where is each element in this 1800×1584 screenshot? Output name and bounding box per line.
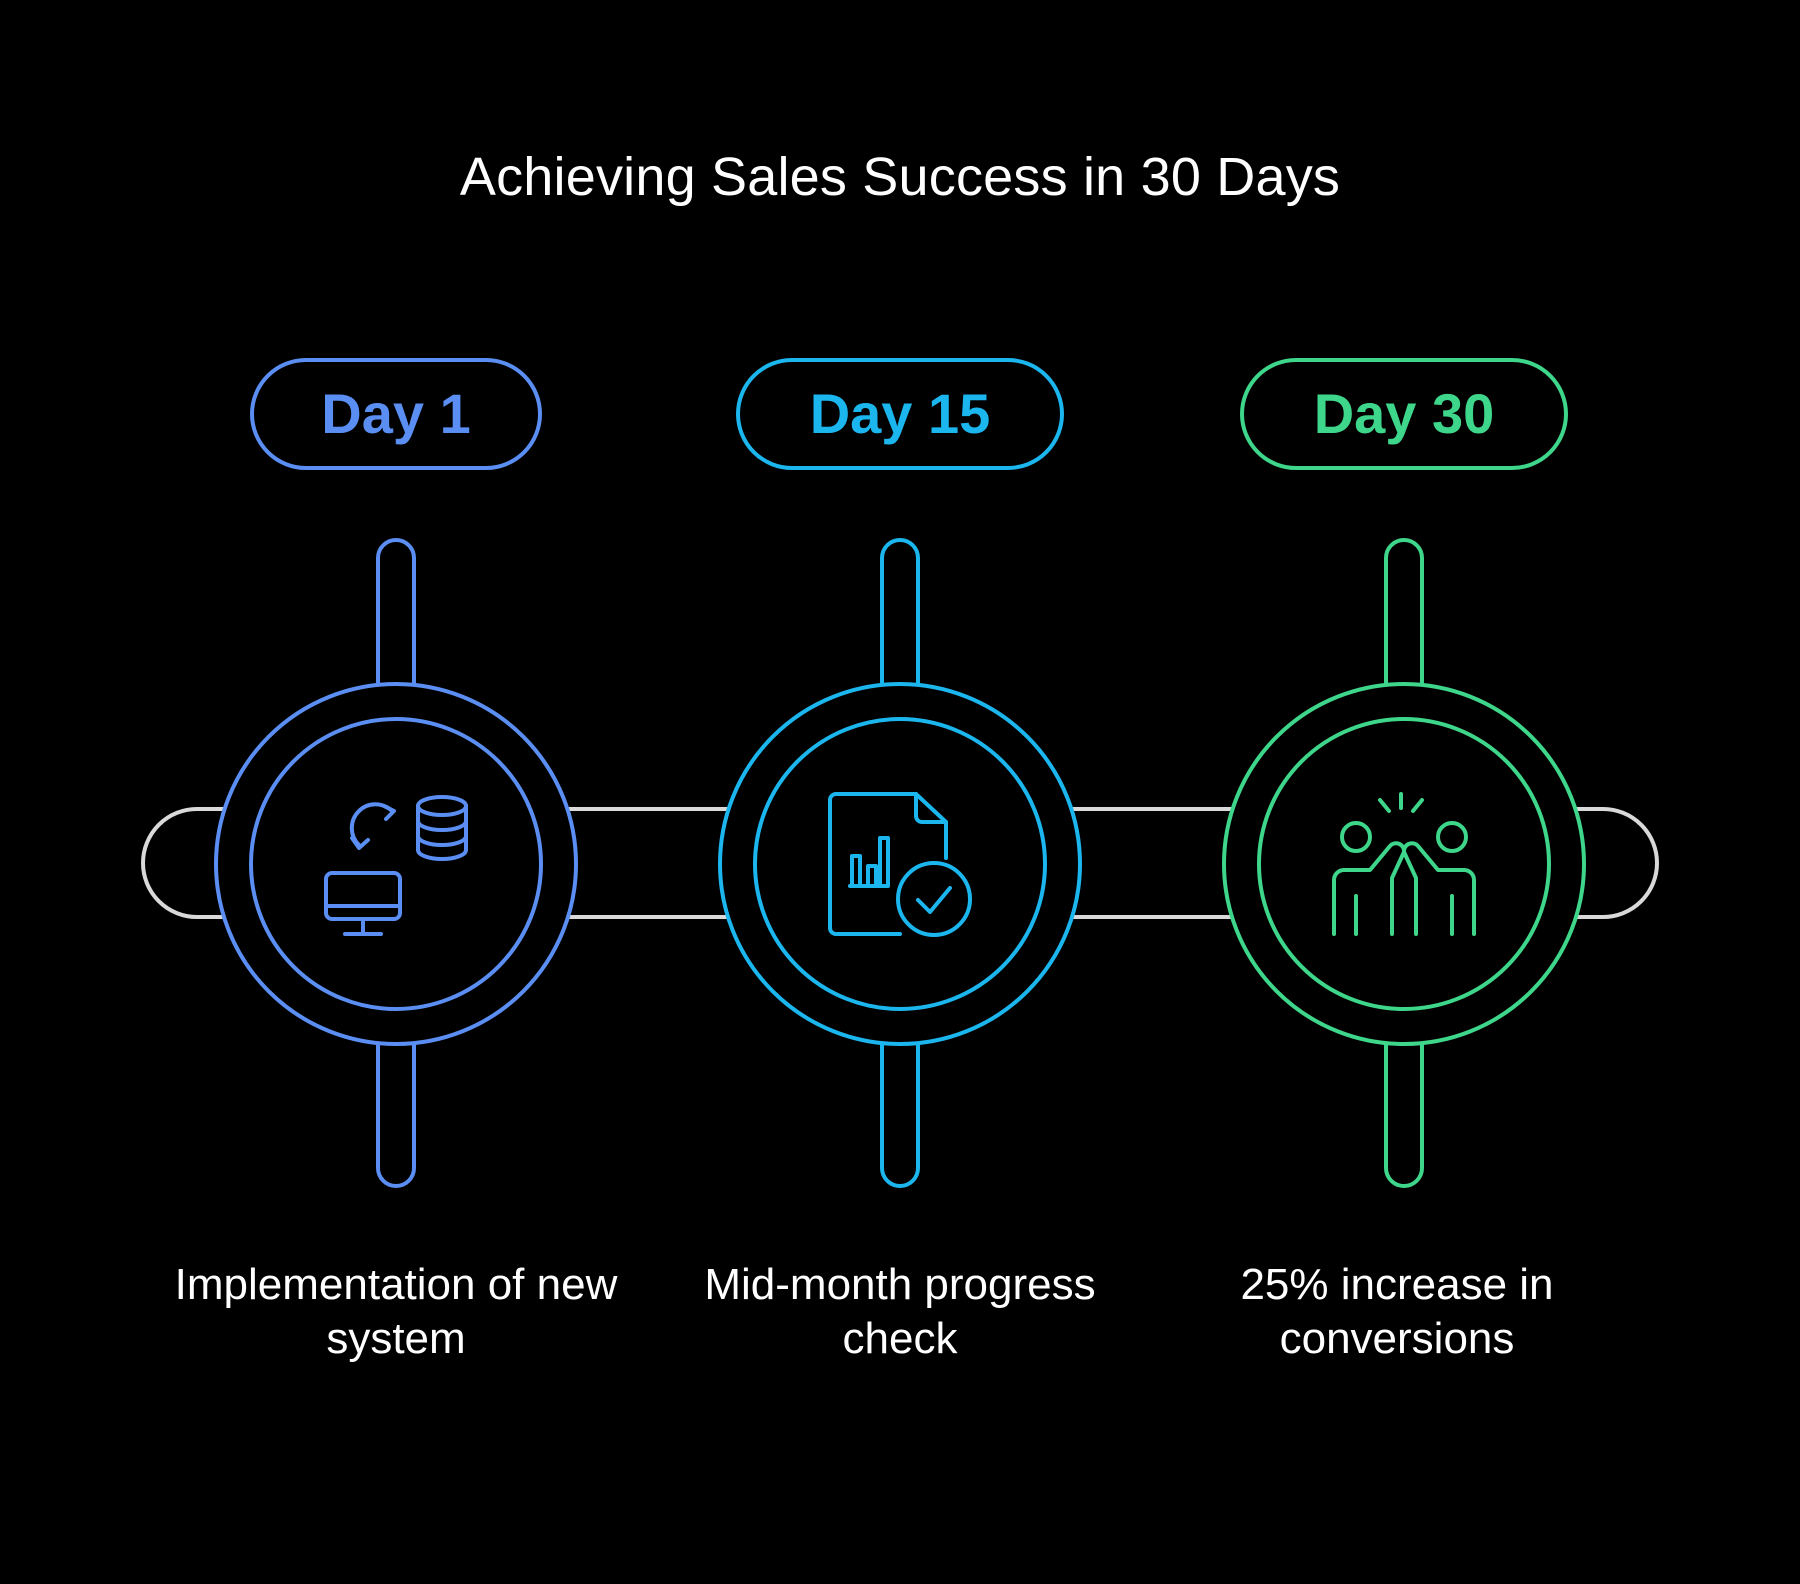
milestone-description-day-1: Implementation of new system [174,1260,618,1363]
connector-bottom [880,1024,920,1188]
page-title: Achieving Sales Success in 30 Days [459,147,1341,207]
milestone-inner-ring [1257,717,1551,1011]
milestone-label: Day 1 [321,382,470,445]
milestone-day-30: Day 30 [1222,358,1586,1188]
database-sync-monitor-icon [324,795,468,936]
milestone-day-1: Day 1 [214,358,578,1188]
high-five-icon [1332,792,1476,936]
report-check-icon [828,792,972,937]
connector-bottom [376,1024,416,1188]
milestone-pill [736,358,1064,470]
connector-top [880,538,920,702]
milestone-label: Day 30 [1314,382,1495,445]
milestone-description-day-30: 25% increase in conversions [1240,1260,1554,1363]
milestone-inner-ring [753,717,1047,1011]
milestone-pill [250,358,542,470]
connector-bottom [1384,1024,1424,1188]
connector-top [1384,538,1424,702]
milestone-day-15: Day 15 [718,358,1082,1188]
milestone-inner-ring [249,717,543,1011]
connector-top [376,538,416,702]
milestone-pill [1240,358,1568,470]
milestone-description-day-15: Mid-month progress check [704,1260,1096,1363]
milestone-label: Day 15 [810,382,991,445]
